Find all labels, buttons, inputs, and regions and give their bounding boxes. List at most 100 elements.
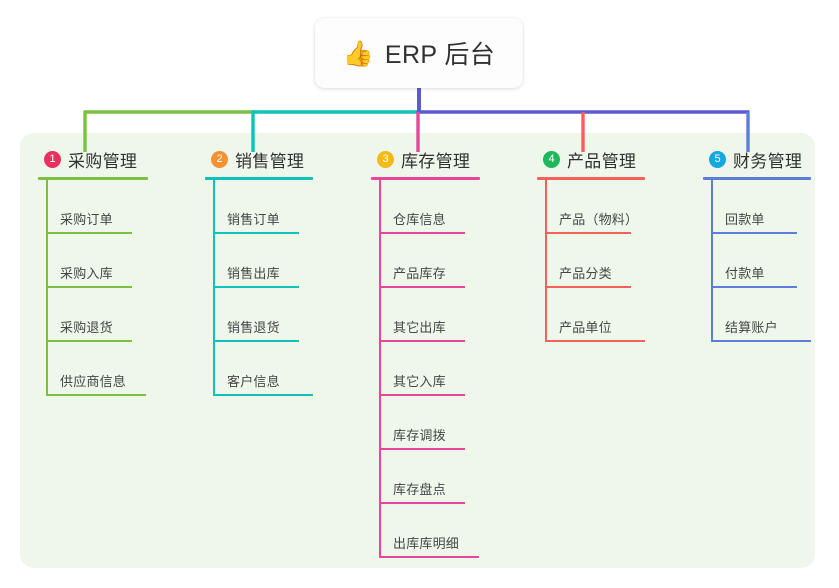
root-node-label: ERP 后台 — [384, 41, 496, 69]
leaf-underline — [379, 286, 465, 288]
leaf-list-3: 仓库信息产品库存其它出库其它入库库存调拨库存盘点出库库明细 — [371, 180, 480, 558]
leaf-underline — [545, 286, 631, 288]
leaf-item-label: 供应商信息 — [60, 374, 127, 389]
leaf-list-1: 采购订单采购入库采购退货供应商信息 — [38, 180, 148, 396]
branch-header-1[interactable]: 1 采购管理 — [38, 147, 148, 177]
leaf-item[interactable]: 销售订单 — [205, 180, 313, 234]
leaf-underline — [213, 394, 313, 396]
leaf-underline — [213, 340, 299, 342]
leaf-item-label: 回款单 — [725, 212, 765, 227]
leaf-item-label: 采购订单 — [60, 212, 113, 227]
leaf-item-label: 销售出库 — [227, 266, 280, 281]
leaf-spine — [711, 180, 713, 342]
leaf-item[interactable]: 销售出库 — [205, 234, 313, 288]
branch-header-5[interactable]: 5 财务管理 — [703, 147, 811, 177]
branch-underline-4 — [537, 177, 645, 180]
branch-column-3: 3 库存管理仓库信息产品库存其它出库其它入库库存调拨库存盘点出库库明细 — [371, 147, 480, 558]
leaf-underline — [545, 232, 631, 234]
leaf-underline — [545, 340, 645, 342]
branch-column-4: 4 产品管理产品（物料） 产品分类产品单位 — [537, 147, 645, 342]
leaf-item[interactable]: 采购订单 — [38, 180, 148, 234]
branch-badge-4: 4 — [543, 151, 560, 168]
branch-underline-1 — [38, 177, 148, 180]
leaf-item[interactable]: 产品分类 — [537, 234, 645, 288]
leaf-item[interactable]: 结算账户 — [703, 288, 811, 342]
leaf-item[interactable]: 回款单 — [703, 180, 811, 234]
leaf-item-label: 销售退货 — [227, 320, 280, 335]
leaf-spine — [46, 180, 48, 396]
branch-underline-5 — [703, 177, 811, 180]
leaf-item-label: 付款单 — [725, 266, 765, 281]
leaf-item[interactable]: 产品库存 — [371, 234, 480, 288]
leaf-item[interactable]: 产品单位 — [537, 288, 645, 342]
leaf-item-label: 客户信息 — [227, 374, 280, 389]
leaf-item[interactable]: 付款单 — [703, 234, 811, 288]
leaf-item-label: 产品库存 — [393, 266, 446, 281]
branch-title-label: 库存管理 — [401, 152, 471, 171]
branch-underline-3 — [371, 177, 480, 180]
leaf-item[interactable]: 其它出库 — [371, 288, 480, 342]
branch-badge-1: 1 — [44, 151, 61, 168]
branch-underline-2 — [205, 177, 313, 180]
leaf-underline — [379, 232, 465, 234]
leaf-item[interactable]: 供应商信息 — [38, 342, 148, 396]
branch-badge-3: 3 — [377, 151, 394, 168]
leaf-item-label: 产品（物料） — [559, 212, 639, 227]
leaf-item[interactable]: 产品（物料） — [537, 180, 645, 234]
leaf-underline — [46, 340, 132, 342]
leaf-item[interactable]: 库存盘点 — [371, 450, 480, 504]
leaf-item[interactable]: 其它入库 — [371, 342, 480, 396]
leaf-list-4: 产品（物料） 产品分类产品单位 — [537, 180, 645, 342]
branch-title-label: 财务管理 — [733, 152, 803, 171]
branch-badge-2: 2 — [211, 151, 228, 168]
leaf-item-label: 其它出库 — [393, 320, 446, 335]
leaf-spine — [213, 180, 215, 396]
branch-header-2[interactable]: 2 销售管理 — [205, 147, 313, 177]
leaf-underline — [711, 340, 811, 342]
branch-column-5: 5 财务管理回款单付款单结算账户 — [703, 147, 811, 342]
diagram-panel — [20, 133, 815, 568]
root-node[interactable]: 👍 ERP 后台 — [315, 18, 523, 88]
leaf-spine — [379, 180, 381, 558]
leaf-item-label: 采购入库 — [60, 266, 113, 281]
leaf-item[interactable]: 客户信息 — [205, 342, 313, 396]
leaf-item[interactable]: 销售退货 — [205, 288, 313, 342]
branch-column-1: 1 采购管理采购订单采购入库采购退货供应商信息 — [38, 147, 148, 396]
leaf-item-label: 库存调拨 — [393, 428, 446, 443]
leaf-underline — [379, 340, 465, 342]
leaf-underline — [711, 286, 797, 288]
leaf-item-label: 出库库明细 — [393, 536, 460, 551]
leaf-item[interactable]: 采购退货 — [38, 288, 148, 342]
leaf-underline — [46, 394, 146, 396]
leaf-item[interactable]: 采购入库 — [38, 234, 148, 288]
leaf-underline — [379, 448, 465, 450]
leaf-list-5: 回款单付款单结算账户 — [703, 180, 811, 342]
leaf-underline — [379, 502, 465, 504]
leaf-underline — [711, 232, 797, 234]
leaf-spine — [545, 180, 547, 342]
thumbs-up-icon: 👍 — [342, 39, 374, 68]
branch-title-label: 销售管理 — [235, 152, 305, 171]
leaf-underline — [46, 286, 132, 288]
leaf-item-label: 产品分类 — [559, 266, 612, 281]
leaf-item-label: 其它入库 — [393, 374, 446, 389]
branch-column-2: 2 销售管理销售订单销售出库销售退货客户信息 — [205, 147, 313, 396]
leaf-item-label: 采购退货 — [60, 320, 113, 335]
leaf-item-label: 结算账户 — [725, 320, 778, 335]
leaf-underline — [379, 394, 465, 396]
leaf-item-label: 产品单位 — [559, 320, 612, 335]
leaf-item[interactable]: 库存调拨 — [371, 396, 480, 450]
leaf-item[interactable]: 出库库明细 — [371, 504, 480, 558]
leaf-underline — [213, 232, 299, 234]
leaf-list-2: 销售订单销售出库销售退货客户信息 — [205, 180, 313, 396]
branch-badge-5: 5 — [709, 151, 726, 168]
branch-title-label: 产品管理 — [567, 152, 637, 171]
branch-header-4[interactable]: 4 产品管理 — [537, 147, 645, 177]
leaf-item-label: 销售订单 — [227, 212, 280, 227]
leaf-item[interactable]: 仓库信息 — [371, 180, 480, 234]
leaf-underline — [213, 286, 299, 288]
branch-title-label: 采购管理 — [68, 152, 138, 171]
branch-header-3[interactable]: 3 库存管理 — [371, 147, 480, 177]
leaf-item-label: 仓库信息 — [393, 212, 446, 227]
